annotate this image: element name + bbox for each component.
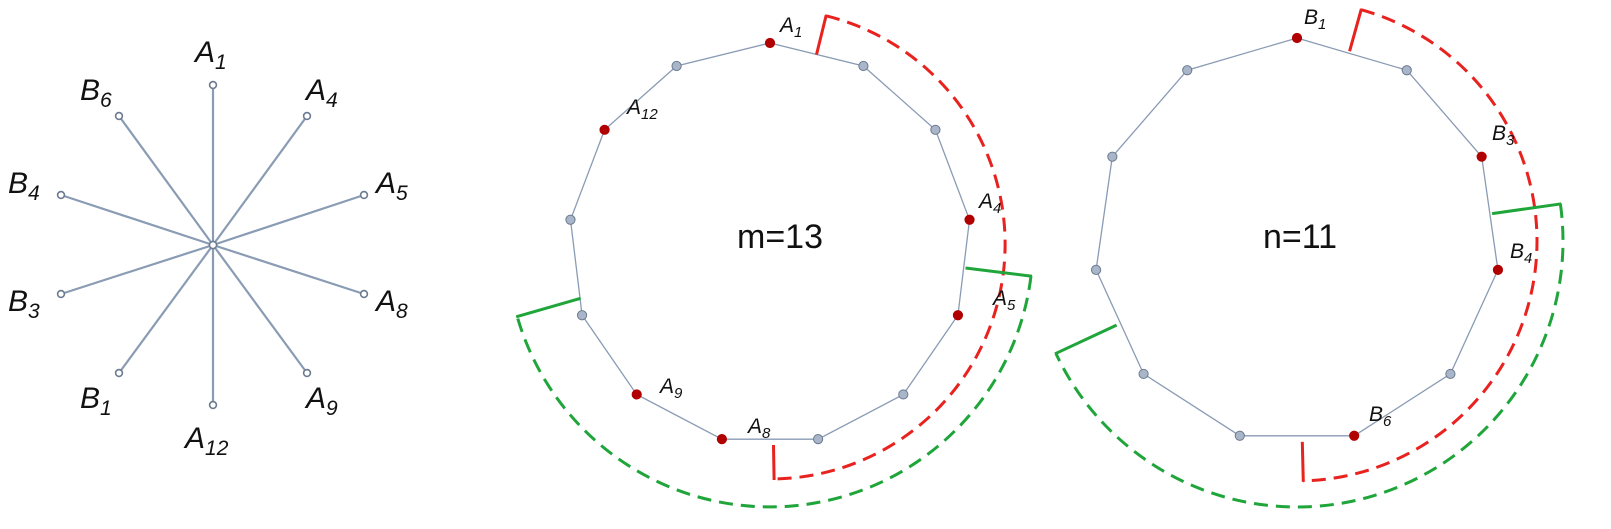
polygon-m13: m=13 A1 A4 A5 A8 A9 A12 <box>515 14 1033 509</box>
star-endpoint <box>114 368 124 378</box>
n-label-b1: B1 <box>1304 6 1326 33</box>
polygon-vertex <box>565 214 576 225</box>
m-label-a5: A5 <box>991 287 1016 314</box>
star-label-a12: A12 <box>183 422 229 460</box>
highlighted-vertex <box>1349 430 1360 441</box>
star-ray <box>118 244 214 374</box>
polygon-n11: n=11 B1 B3 B4 B6 <box>1054 6 1565 509</box>
star-ray <box>118 115 214 246</box>
red-dashed-arc <box>774 14 1007 481</box>
polygon-vertex <box>1090 264 1102 275</box>
star-endpoint <box>114 111 124 121</box>
m-center-label: m=13 <box>737 218 823 256</box>
highlighted-vertex <box>599 124 610 135</box>
polygon-vertex <box>813 434 824 445</box>
star-endpoint <box>56 289 66 299</box>
polygon-n11-vertices <box>1090 32 1504 441</box>
star-label-a9: A9 <box>304 382 338 420</box>
green-tick-end <box>515 296 582 319</box>
polygon-vertex <box>671 60 682 72</box>
highlighted-vertex <box>631 389 642 400</box>
red-tick-end <box>772 444 776 481</box>
polygon-vertex <box>1138 368 1149 380</box>
highlighted-vertex <box>964 214 975 225</box>
green-tick-end <box>1054 323 1118 356</box>
star-label-b6: B6 <box>80 74 112 112</box>
star-label-a8: A8 <box>374 285 408 323</box>
star-endpoint <box>359 289 369 299</box>
star-endpoint <box>208 400 218 410</box>
star-center-vertex <box>208 240 218 250</box>
polygon-n11-outline <box>1095 37 1499 437</box>
m-label-a9: A9 <box>658 375 683 402</box>
star-ray <box>212 244 308 374</box>
green-tick-start <box>1491 202 1562 216</box>
star-endpoint <box>208 80 218 90</box>
highlighted-vertex <box>952 310 964 321</box>
polygon-vertex <box>1234 430 1245 441</box>
star-endpoint <box>302 111 312 121</box>
m-label-a8: A8 <box>746 415 771 442</box>
polygon-vertex <box>858 60 869 72</box>
star-ray <box>212 243 365 296</box>
polygon-vertex <box>1107 151 1118 162</box>
polygon-vertex <box>930 124 941 135</box>
star-label-a1: A1 <box>193 36 227 74</box>
star-label-b3: B3 <box>8 285 40 323</box>
star-ray <box>212 115 308 246</box>
red-tick-start <box>1348 8 1363 52</box>
red-tick-end <box>1300 441 1305 482</box>
star-endpoint <box>359 190 369 200</box>
m-label-a1: A1 <box>778 14 802 41</box>
red-dashed-arc <box>1303 8 1539 483</box>
polygon-m13-vertices <box>565 37 975 445</box>
n-label-b3: B3 <box>1492 122 1515 149</box>
polygon-vertex <box>1401 65 1412 76</box>
highlighted-vertex <box>1476 151 1487 162</box>
highlighted-vertex <box>716 434 727 445</box>
red-tick-start <box>815 14 828 55</box>
highlighted-vertex <box>1492 264 1504 275</box>
green-dashed-arc <box>515 275 1033 509</box>
star-ray <box>60 243 214 296</box>
polygon-m13-outline <box>569 42 971 440</box>
m-label-a12: A12 <box>625 96 658 123</box>
m-label-a4: A4 <box>977 190 1001 217</box>
star-label-a5: A5 <box>374 167 408 205</box>
star-diagram: A1 A4 A5 A8 A9 A12 B1 B3 B4 B6 <box>8 36 408 460</box>
green-tick-start <box>965 266 1033 278</box>
star-label-b1: B1 <box>80 382 112 420</box>
polygon-vertex <box>576 310 588 321</box>
green-dashed-arc <box>1054 203 1565 509</box>
star-endpoints <box>56 80 369 410</box>
polygon-vertex <box>1182 65 1193 76</box>
polygon-vertex <box>1445 368 1456 380</box>
star-rays <box>60 85 365 405</box>
n-center-label: n=11 <box>1263 218 1337 256</box>
polygon-vertex <box>898 389 909 400</box>
n-label-b4: B4 <box>1510 240 1532 267</box>
n-label-b6: B6 <box>1369 403 1392 430</box>
star-ray <box>60 193 214 247</box>
star-endpoint <box>302 368 312 378</box>
highlighted-vertex <box>1291 32 1303 44</box>
star-ray <box>212 193 365 247</box>
highlighted-vertex <box>764 37 776 49</box>
star-label-b4: B4 <box>8 167 40 205</box>
star-endpoint <box>56 190 66 200</box>
star-label-a4: A4 <box>304 74 338 112</box>
